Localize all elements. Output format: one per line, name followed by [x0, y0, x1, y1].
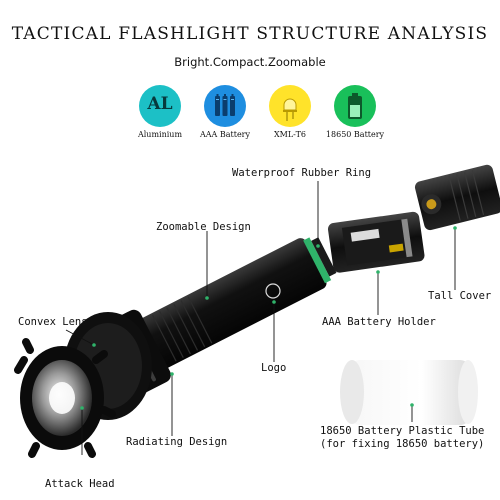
led-bulb-icon	[269, 85, 311, 127]
label-aaa-holder: AAA Battery Holder	[322, 316, 436, 328]
feature-aaa-battery: AAA Battery	[185, 85, 265, 139]
label-zoomable-design: Zoomable Design	[156, 221, 251, 233]
label-attack-head: Attack Head	[45, 478, 115, 490]
logo-mark	[265, 283, 281, 299]
leader-dots	[80, 226, 457, 410]
page-title: TACTICAL FLASHLIGHT STRUCTURE ANALYSIS	[11, 24, 489, 44]
tail-cap	[414, 164, 500, 231]
plastic-tube	[340, 360, 478, 425]
label-tall-cover: Tall Cover	[428, 290, 492, 302]
feature-aluminium: AL Aluminium	[120, 85, 200, 139]
leader-lines	[65, 181, 456, 455]
feature-label: AAA Battery	[199, 130, 251, 139]
feature-label: XML-T6	[273, 130, 307, 139]
aaa-batteries-icon	[204, 85, 246, 127]
feature-18650-battery: 18650 Battery	[315, 85, 395, 139]
attack-head	[14, 338, 116, 458]
label-logo: Logo	[261, 362, 287, 374]
feature-label: Aluminium	[137, 130, 183, 139]
al-text-icon: AL	[139, 85, 181, 127]
label-plastic-tube: 18650 Battery Plastic Tube (for fixing 1…	[320, 425, 485, 450]
label-radiating-design: Radiating Design	[126, 436, 228, 448]
aaa-battery-holder	[327, 211, 425, 273]
battery-icon	[334, 85, 376, 127]
feature-label: 18650 Battery	[325, 130, 385, 139]
label-waterproof-ring: Waterproof Rubber Ring	[232, 167, 372, 179]
al-text: AL	[147, 94, 173, 114]
label-convex-lens: Convex Lens	[18, 316, 88, 328]
page-subtitle: Bright.Compact.Zoomable	[174, 55, 326, 69]
feature-xml-t6: XML-T6	[250, 85, 330, 139]
